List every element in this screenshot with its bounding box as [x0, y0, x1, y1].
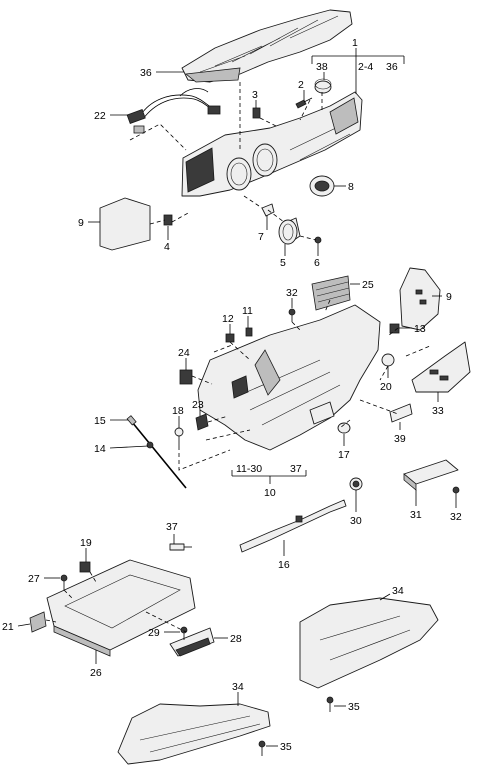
- latch-part: [195, 413, 209, 431]
- callout-9-right: 9: [446, 291, 452, 303]
- striker-bar: [239, 499, 347, 553]
- round-cover: [309, 175, 335, 197]
- buffer-part: [381, 353, 395, 367]
- callout-28: 28: [230, 633, 242, 645]
- callout-22: 22: [94, 110, 106, 122]
- callout-34-lower: 34: [232, 681, 244, 693]
- clip-part-13: [389, 323, 400, 334]
- callout-35-upper: 35: [348, 701, 360, 713]
- callout-19: 19: [80, 537, 92, 549]
- grille-part: [311, 275, 351, 311]
- callout-26: 26: [90, 667, 102, 679]
- lamp-part: [349, 477, 363, 491]
- callout-18: 18: [172, 405, 184, 417]
- switch-part: [179, 369, 193, 385]
- callout-33: 33: [432, 405, 444, 417]
- cap-part: [314, 78, 332, 94]
- side-panel-right: [399, 267, 441, 331]
- callout-6: 6: [314, 257, 320, 269]
- clip-part: [252, 107, 261, 119]
- screw-part-32a: [288, 308, 296, 322]
- callout-9-left: 9: [78, 217, 84, 229]
- callout-16: 16: [278, 559, 290, 571]
- callout-29: 29: [148, 627, 160, 639]
- callout-32-bottom: 32: [450, 511, 462, 523]
- callout-11: 11: [242, 305, 253, 317]
- dashboard-carrier: [181, 91, 363, 197]
- callout-36: 36: [140, 67, 152, 79]
- callout-15: 15: [94, 415, 106, 427]
- callout-36-top: 36: [386, 61, 398, 73]
- callout-39: 39: [394, 433, 406, 445]
- callout-35-lower: 35: [280, 741, 292, 753]
- callout-32-top: 32: [286, 287, 298, 299]
- callout-25: 25: [362, 279, 374, 291]
- callout-12: 12: [222, 313, 234, 325]
- callout-20: 20: [380, 381, 392, 393]
- clip-part-11: [245, 327, 253, 337]
- callout-8: 8: [348, 181, 354, 193]
- side-panel-left: [99, 197, 151, 251]
- screw-part-32b: [452, 486, 460, 502]
- callout-labels: 1 38 2-4 36 36 2 3 22 8 9 4 7 5 6 25 32 …: [2, 37, 462, 753]
- screw-part: [295, 97, 313, 109]
- callout-11-30: 11-30: [236, 463, 262, 475]
- callout-2-4: 2-4: [358, 61, 373, 73]
- screw-part-6: [314, 236, 322, 250]
- callout-27: 27: [28, 573, 40, 585]
- callout-3: 3: [252, 89, 258, 101]
- callout-24: 24: [178, 347, 190, 359]
- callout-17: 17: [338, 449, 350, 461]
- hinge-part: [79, 561, 91, 573]
- strip-part: [389, 403, 413, 423]
- screw-part-35a: [326, 696, 334, 712]
- callout-34-upper: 34: [392, 585, 404, 597]
- lamp-lens: [403, 459, 459, 491]
- callout-37: 37: [166, 521, 178, 533]
- vent-nozzle: [278, 217, 301, 245]
- callout-10: 10: [264, 487, 276, 499]
- callout-37-group: 37: [290, 463, 302, 475]
- trim-piece-33: [411, 341, 471, 393]
- glovebox-lid: [46, 559, 196, 657]
- screw-part-35b: [258, 740, 266, 756]
- callout-13: 13: [414, 323, 426, 335]
- cable-part: [126, 415, 187, 489]
- dashboard-top-cover: [181, 9, 353, 83]
- handle-part: [169, 627, 215, 657]
- callout-7: 7: [258, 231, 264, 243]
- callout-5: 5: [280, 257, 286, 269]
- callout-31: 31: [410, 509, 422, 521]
- callout-21: 21: [2, 621, 14, 633]
- wiring-harness: [126, 88, 221, 134]
- lower-cover-lower: [117, 703, 271, 765]
- hinge-piece: [29, 611, 47, 633]
- screw-part-27: [60, 574, 68, 590]
- glovebox-housing: [197, 304, 381, 451]
- bump-stop: [337, 422, 351, 434]
- callout-30: 30: [350, 515, 362, 527]
- callout-1: 1: [352, 37, 358, 49]
- callout-14: 14: [94, 443, 106, 455]
- assembly-lines: [45, 82, 431, 633]
- lower-cover-upper: [299, 597, 439, 689]
- clip-part-4: [163, 214, 173, 226]
- callout-4: 4: [164, 241, 170, 253]
- leader-lines: [17, 48, 457, 747]
- callout-2: 2: [298, 79, 304, 91]
- callout-23: 23: [192, 399, 204, 411]
- bolt-part-18: [174, 427, 184, 446]
- bolt-part-37: [169, 543, 192, 551]
- callout-38: 38: [316, 61, 328, 73]
- clip-part-12: [225, 333, 235, 343]
